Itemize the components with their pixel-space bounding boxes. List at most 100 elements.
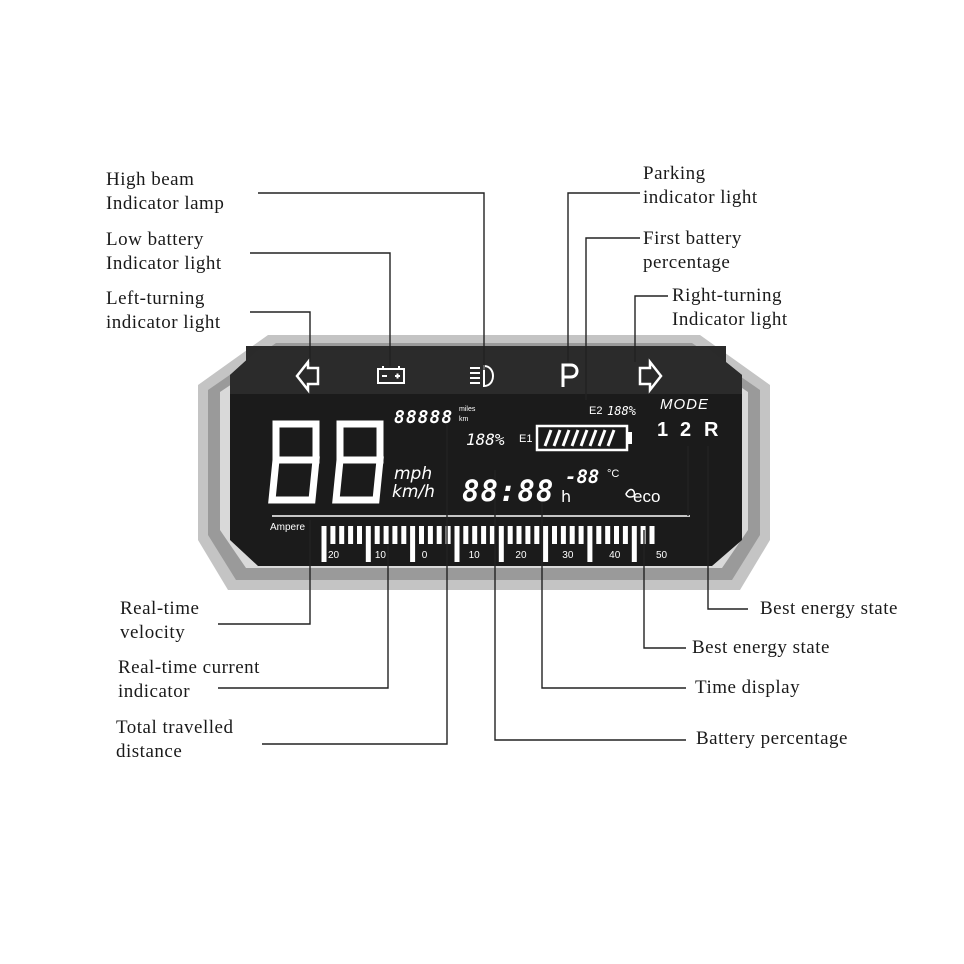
label-low-battery-line-1: Low battery — [106, 229, 204, 250]
mode-2: 2 — [680, 419, 692, 441]
label-first-battery: First battery percentage — [643, 227, 742, 275]
label-velocity-line-2: velocity — [120, 622, 186, 643]
ampere-tick-label: 10 — [468, 550, 480, 561]
ampere-scale-bar — [552, 526, 557, 544]
label-best-energy-1: Best energy state — [760, 597, 898, 621]
ampere-scale-bar — [489, 526, 495, 544]
ampere-scale-bar — [472, 526, 478, 544]
ampere-label: Ampere — [270, 522, 306, 533]
ampere-scale-bar — [348, 526, 354, 544]
ampere-scale-bar — [640, 526, 646, 544]
ampere-scale-bar — [365, 526, 371, 562]
battery-icon — [377, 366, 405, 384]
ampere-scale-bar — [392, 526, 398, 544]
parking-icon — [561, 363, 579, 387]
ampere-scale-bar — [516, 526, 522, 544]
ampere-scale-bar — [498, 526, 504, 562]
ampere-scale-bar — [383, 526, 389, 544]
label-high-beam: High beam Indicator lamp — [106, 168, 224, 216]
ampere-scale-bar — [454, 526, 460, 562]
ampere-scale-bar — [427, 526, 433, 544]
battery-bar — [535, 424, 632, 452]
time-digits: 88:88 — [462, 474, 555, 508]
e1-percent: 188% — [466, 430, 505, 449]
speed-digit-1 — [268, 420, 320, 504]
temperature-value: -88 — [565, 466, 600, 488]
e2-label: E2 — [589, 405, 603, 417]
speed-unit-kmh: km/h — [392, 482, 435, 502]
label-distance: Total travelled distance — [116, 716, 233, 764]
ampere-tick-label: 50 — [656, 550, 668, 561]
label-parking: Parking indicator light — [643, 162, 758, 210]
odometer-unit-km: km — [459, 416, 469, 423]
ampere-scale-bar — [534, 526, 540, 544]
label-current: Real-time current indicator — [118, 656, 260, 704]
label-distance-line-2: distance — [116, 741, 183, 762]
label-best-energy-2: Best energy state — [692, 636, 830, 660]
label-distance-line-1: Total travelled — [116, 717, 234, 738]
ampere-scale-bar — [560, 526, 566, 544]
label-first-battery-line-1: First battery — [643, 228, 742, 249]
ampere-scale-bar — [330, 526, 336, 544]
ampere-tick-label: 40 — [609, 550, 621, 561]
label-left-turning-line-1: Left-turning — [106, 288, 205, 309]
odometer-unit-miles: miles — [459, 406, 476, 413]
mode-label: MODE — [660, 396, 709, 413]
left-arrow-icon — [295, 358, 320, 394]
label-left-turning: Left-turning indicator light — [106, 287, 221, 335]
odometer-value: 88888 — [394, 407, 454, 428]
label-current-line-2: indicator — [118, 681, 191, 702]
ampere-scale-bar — [525, 526, 531, 544]
label-time-display-line-1: Time display — [695, 677, 801, 698]
speed-digit-2 — [332, 420, 384, 504]
label-best-energy-2-line-1: Best energy state — [692, 637, 830, 658]
ampere-scale-bar — [410, 526, 416, 562]
ampere-tick-label: 20 — [515, 550, 527, 561]
ampere-scale-bar — [649, 526, 655, 544]
label-right-turning-line-1: Right-turning — [672, 285, 782, 306]
temperature-unit: °C — [607, 468, 620, 480]
ampere-scale-bar — [569, 526, 575, 544]
label-high-beam-line-1: High beam — [106, 169, 195, 190]
label-best-energy-1-line-1: Best energy state — [760, 598, 898, 619]
ampere-tick-label: 0 — [421, 550, 428, 561]
speed-unit-mph: mph — [394, 464, 433, 484]
ampere-scale-bar — [631, 526, 637, 562]
label-right-turning: Right-turning Indicator light — [672, 284, 788, 332]
e2-percent: 188% — [607, 404, 636, 418]
label-time-display: Time display — [695, 676, 800, 700]
ampere-scale-bar — [543, 526, 549, 562]
label-velocity: Real-time velocity — [120, 597, 199, 645]
ampere-scale-bar — [436, 526, 442, 544]
label-low-battery-line-2: Indicator light — [106, 253, 222, 274]
ampere-tick-label: 10 — [374, 550, 386, 561]
ampere-tick-label: 20 — [328, 550, 340, 561]
eco-text: eco — [633, 487, 661, 506]
mode-r: R — [704, 419, 719, 441]
e1-label: E1 — [519, 433, 533, 445]
ampere-scale-bar — [357, 526, 362, 544]
ampere-scale-bar — [622, 526, 628, 544]
ampere-tick-label: 30 — [562, 550, 574, 561]
ampere-scale-bar — [419, 526, 424, 544]
ampere-scale-bar — [374, 526, 380, 544]
ampere-scale-bar — [481, 526, 487, 544]
leader-lines — [218, 192, 748, 745]
ampere-scale-bar — [587, 526, 593, 562]
ampere-scale-bar — [596, 526, 602, 544]
ampere-scale-bar — [463, 526, 469, 544]
label-right-turning-line-2: Indicator light — [672, 309, 788, 330]
label-battery-percentage: Battery percentage — [696, 727, 848, 751]
label-left-turning-line-2: indicator light — [106, 312, 221, 333]
label-low-battery: Low battery Indicator light — [106, 228, 222, 276]
label-high-beam-line-2: Indicator lamp — [106, 193, 225, 214]
right-arrow-icon — [638, 358, 663, 394]
ampere-scale — [321, 526, 655, 562]
ampere-scale-bar — [401, 526, 407, 544]
ampere-scale-bar — [507, 526, 513, 544]
ampere-scale-bar — [605, 526, 611, 544]
label-first-battery-line-2: percentage — [643, 252, 731, 273]
ampere-scale-bar — [578, 526, 584, 544]
